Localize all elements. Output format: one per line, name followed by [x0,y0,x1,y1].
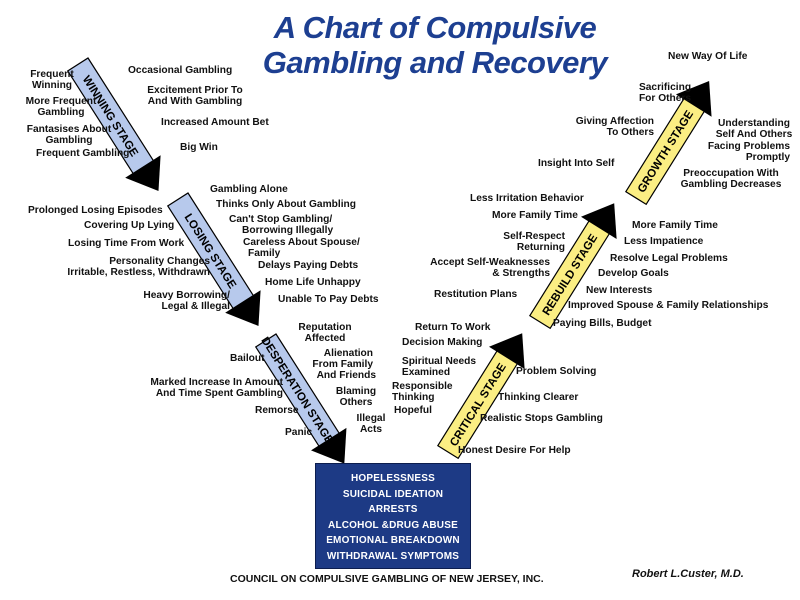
box-item: EMOTIONAL BREAKDOWN [326,535,460,546]
critical-right-label-4: Honest Desire For Help [458,445,571,456]
critical-left-label-7: Hopeful [394,405,432,416]
desperation-right-label-2: Affected [304,333,346,344]
desperation-right-label-3: Alienation [323,348,373,359]
losing-right-label-2: Thinks Only About Gambling [216,199,356,210]
author-credit: Robert L.Custer, M.D. [632,568,744,580]
winning-right-label-3: Increased Amount Bet [161,117,269,128]
growth-arrow-head [675,80,712,117]
growth-left-label-2: For Others [638,93,692,104]
box-item: ALCOHOL &DRUG ABUSE [328,519,458,531]
desperation-right-label-4: From Family [312,359,373,370]
desperation-arrow-head [311,427,347,464]
box-item: WITHDRAWAL SYMPTOMS [326,550,460,562]
growth-right-label-3: Self And Others [715,129,793,140]
losing-left-label-5: Irritable, Restless, Withdrawn [67,267,210,278]
desperation-left-label-4: Remorse [255,405,299,416]
growth-left-label-5: Insight Into Self [538,158,615,169]
rebuild-right-label-4: Develop Goals [598,268,669,279]
rebuild-left-label-5: Accept Self-Weaknesses [430,257,550,268]
rebuild-left-label-6: & Strengths [492,268,550,279]
losing-right-label-4: Borrowing Illegally [242,225,334,236]
losing-left-label-7: Legal & Illegal [161,301,230,312]
rebuild-right-label-1: More Family Time [632,220,718,231]
winning-arrow-head [125,155,161,191]
growth-right-label-1: New Way Of Life [668,51,748,62]
rebuild-right-label-5: New Interests [586,285,653,296]
losing-right-label-8: Home Life Unhappy [265,277,361,288]
desperation-right-label-9: Acts [359,424,383,435]
rebuild-left-label-2: More Family Time [492,210,578,221]
title-line-2: Gambling and Recovery [262,45,608,80]
losing-left-label-6: Heavy Borrowing/ [143,290,230,301]
desperation-right-label-1: Reputation [298,322,352,333]
winning-right-label-4: Big Win [180,142,218,153]
losing-left-label-3: Losing Time From Work [68,238,185,249]
box-item: HOPELESSNESS [350,473,436,484]
critical-right-label-1: Problem Solving [516,366,597,377]
winning-left-label-2: More Frequent Gambling [25,96,97,118]
desperation-right-label-5: And Friends [316,370,376,381]
growth-left-label-4: To Others [606,127,654,138]
critical-stage-label: CRITICAL STAGE [448,361,509,449]
growth-right-label-6: Preoccupation With [683,168,779,179]
box-item: ARRESTS [368,504,418,515]
growth-right-label-4: Facing Problems [707,141,790,152]
growth-left-label-1: Sacrificing [638,82,692,93]
winning-right-label-1: Occasional Gambling [128,65,233,76]
growth-right-label-5: Promptly [745,152,790,163]
critical-left-label-1: Return To Work [415,322,491,333]
losing-right-label-6: Family [248,248,281,259]
rebuild-left-label-3: Self-Respect [503,231,565,242]
title-line-1: A Chart of Compulsive [273,10,597,45]
losing-left-label-4: Personality Changes [109,256,210,267]
winning-left-label-1: Frequent Winning [25,69,79,91]
rebuild-left-label-1: Less Irritation Behavior [470,193,584,204]
winning-left-label-3: Fantasises About Gambling [26,124,112,146]
desperation-right-label-7: Others [339,397,373,408]
critical-left-label-6: Thinking [392,392,435,403]
rebuild-arrow-head [581,203,617,239]
rock-bottom-box: HOPELESSNESS SUICIDAL IDEATION ARRESTS A… [315,463,471,569]
desperation-right-label-6: Blaming [335,386,377,397]
desperation-left-label-5: Panic [285,427,313,438]
rebuild-left-label-7: Restitution Plans [434,289,518,300]
winning-right-label-2: Excitement Prior To And With Gambling [147,85,243,107]
desperation-left-label-2: Marked Increase In Amount [150,377,283,388]
losing-left-label-1: Prolonged Losing Episodes [28,205,163,216]
winning-left-label-4: Frequent Gambling [36,148,130,159]
desperation-left-label-3: And Time Spent Gambling [155,388,283,399]
rebuild-right-label-2: Less Impatience [624,236,704,247]
critical-left-label-2: Decision Making [402,337,483,348]
rebuild-right-label-6: Improved Spouse & Family Relationships [568,300,769,311]
desperation-right-label-8: Illegal [356,413,386,424]
losing-right-label-1: Gambling Alone [210,184,288,195]
chart-title: A Chart of Compulsive Gambling and Recov… [215,10,655,80]
critical-left-label-4: Examined [401,367,451,378]
label-text: Frequent Winning [30,69,74,91]
desperation-left-label-1: Bailout [230,353,265,364]
losing-right-label-5: Careless About Spouse/ [243,237,360,248]
box-item: SUICIDAL IDEATION [342,488,444,500]
losing-left-label-2: Covering Up Lying [84,220,175,231]
losing-right-label-9: Unable To Pay Debts [278,294,379,305]
critical-right-label-2: Thinking Clearer [498,392,579,403]
growth-left-label-3: Giving Affection [575,116,654,127]
critical-arrow-head [489,333,525,369]
critical-left-label-5: Responsible [392,381,453,392]
rebuild-right-label-7: Paying Bills, Budget [553,318,652,329]
critical-left-label-3: Spiritual Needs [401,356,477,367]
critical-right-label-3: Realistic Stops Gambling [480,413,603,424]
rebuild-right-label-3: Resolve Legal Problems [610,253,728,264]
losing-arrow-head [225,290,261,326]
growth-right-label-2: Understanding [718,118,790,129]
losing-right-label-3: Can't Stop Gambling/ [229,214,333,225]
footer-organization: COUNCIL ON COMPULSIVE GAMBLING OF NEW JE… [230,573,544,585]
rebuild-left-label-4: Returning [516,242,565,253]
losing-right-label-7: Delays Paying Debts [258,260,359,271]
growth-right-label-7: Gambling Decreases [680,179,782,190]
